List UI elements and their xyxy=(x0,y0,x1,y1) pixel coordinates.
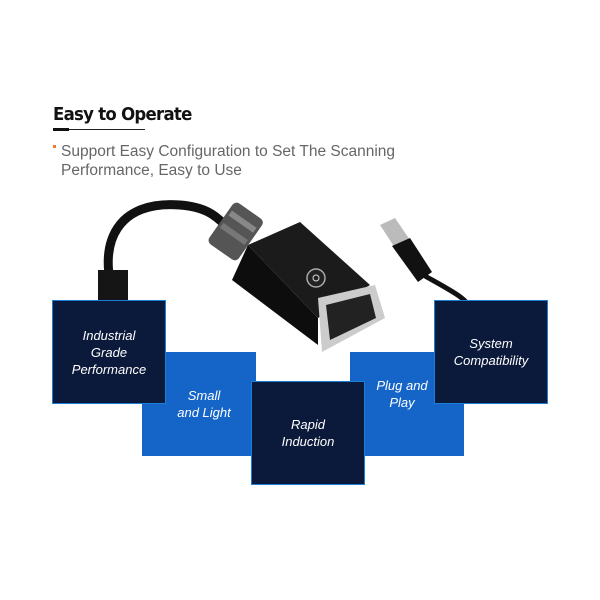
scanner-side xyxy=(232,245,318,345)
usb-housing xyxy=(392,238,432,282)
power-button-icon xyxy=(306,268,326,288)
feature-text: Small xyxy=(187,388,221,403)
section-heading: Easy to Operate xyxy=(53,104,192,125)
feature-text: Play xyxy=(389,395,415,410)
feature-text: and Light xyxy=(177,405,231,420)
scanner-window xyxy=(326,294,376,340)
feature-text: Industrial xyxy=(82,327,136,343)
feature-text: System xyxy=(469,336,513,351)
feature-text: Compatibility xyxy=(453,353,529,368)
feature-text: Plug and xyxy=(376,378,428,393)
feature-text: Performance xyxy=(71,361,147,377)
heading-underline xyxy=(53,129,145,130)
feature-text: Rapid xyxy=(291,417,325,432)
left-cable xyxy=(103,200,229,302)
subtitle-line-2: Performance, Easy to Use xyxy=(61,162,242,179)
subtitle: Support Easy Configuration to Set The Sc… xyxy=(61,142,461,180)
bullet-icon xyxy=(53,145,56,148)
subtitle-line-1: Support Easy Configuration to Set The Sc… xyxy=(61,143,396,160)
feature-text: Induction xyxy=(281,434,335,449)
usb-plug xyxy=(380,218,410,248)
left-connector xyxy=(98,270,128,302)
aviation-connector xyxy=(208,202,263,261)
feature-text: Grade xyxy=(90,344,128,360)
heading-underline-accent xyxy=(53,128,69,131)
